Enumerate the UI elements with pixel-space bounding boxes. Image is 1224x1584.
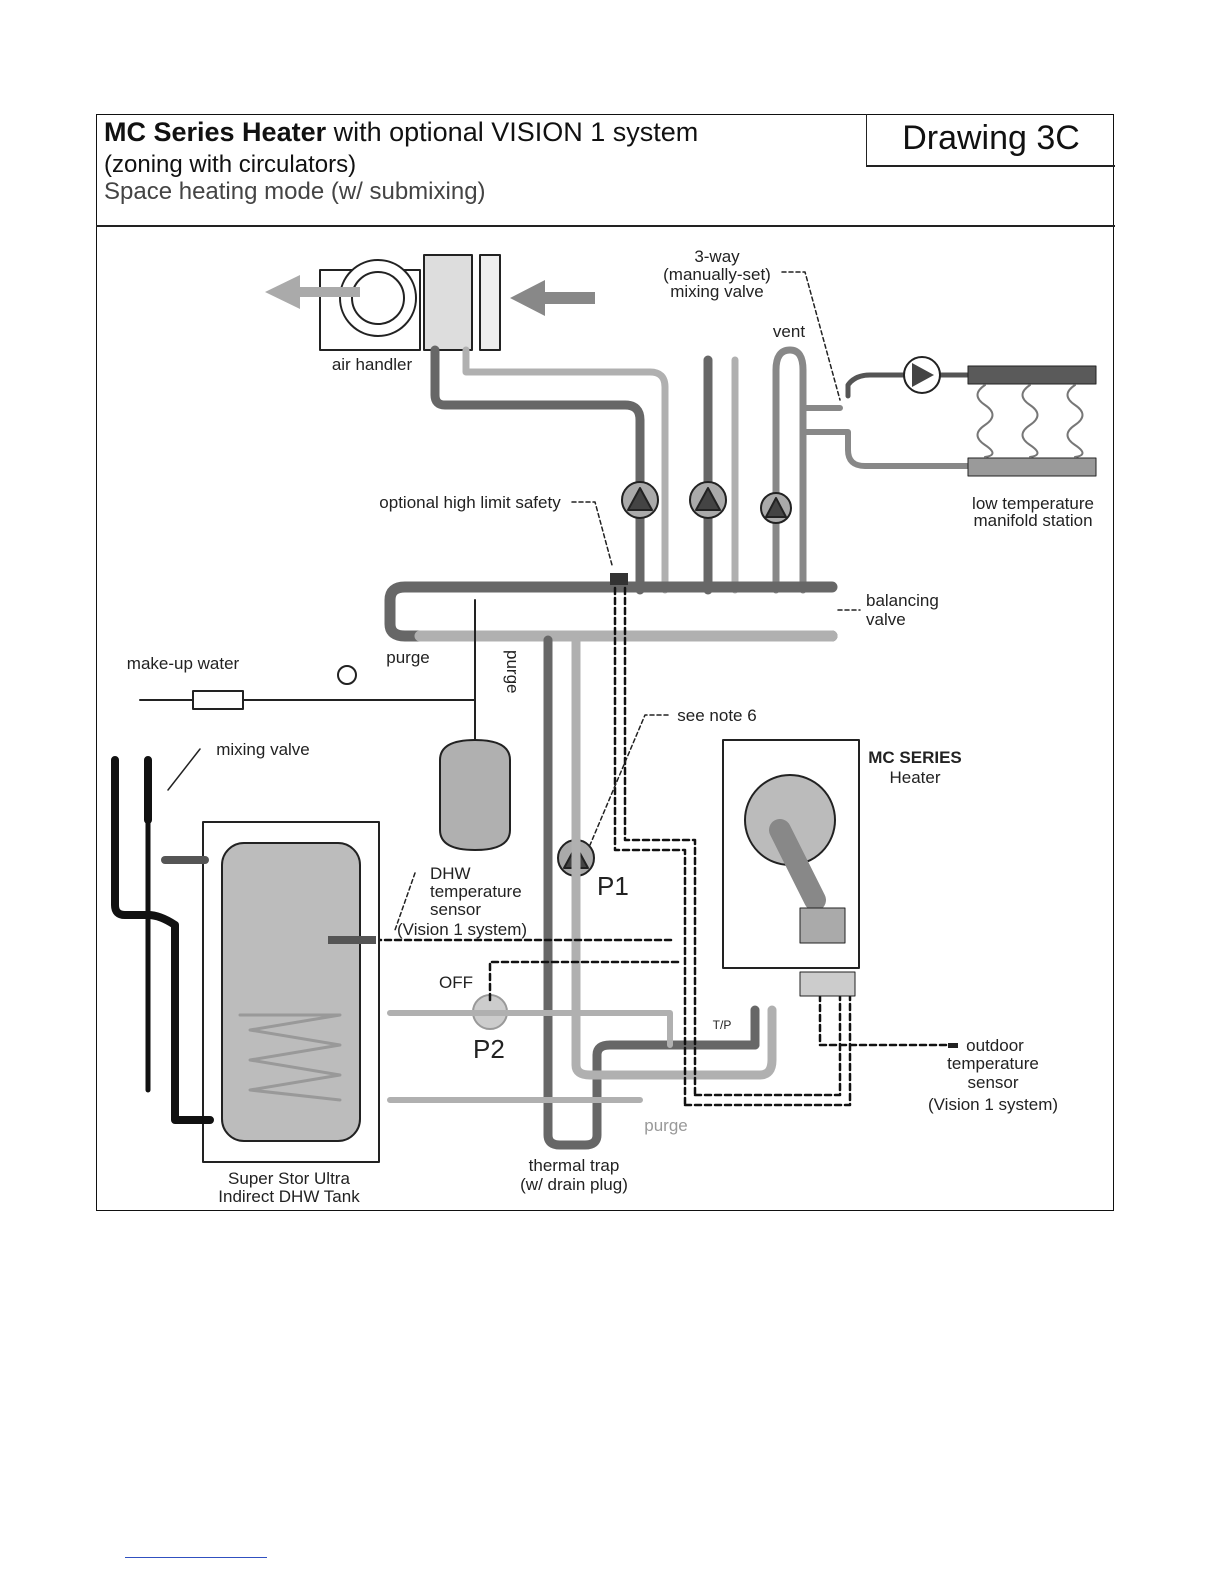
supply-header: [384, 581, 838, 642]
drawing-subtitle: (zoning with circulators): [104, 151, 357, 178]
label-p2: P2: [473, 1034, 505, 1064]
label-outdoor-2: temperature: [947, 1054, 1039, 1073]
outdoor-sensor: [948, 1043, 958, 1048]
dhw-sensor-well: [328, 936, 376, 944]
label-purge-top: purge: [386, 648, 429, 667]
label-p1: P1: [597, 871, 629, 901]
label-outdoor-1: outdoor: [966, 1036, 1024, 1055]
label-dhw-1: DHW: [430, 864, 471, 883]
label-mixing-valve: mixing valve: [216, 740, 310, 759]
label-3way-1: 3-way: [694, 247, 740, 266]
high-limit-sensor: [610, 573, 628, 585]
label-balancing-1: balancing: [866, 591, 939, 610]
label-see-note: see note 6: [677, 706, 756, 725]
label-outdoor-3: sensor: [967, 1073, 1018, 1092]
label-outdoor-4: (Vision 1 system): [928, 1095, 1058, 1114]
manifold-supply-bar: [967, 365, 1097, 385]
expansion-tank: [439, 739, 511, 851]
header-divider: [96, 225, 1115, 227]
label-off: OFF: [439, 973, 473, 992]
label-3way-2: (manually-set): [663, 265, 771, 284]
label-manifold-2: manifold station: [973, 511, 1092, 530]
diagram-labels: air handler 3-way (manually-set) mixing …: [127, 247, 1094, 1206]
manifold-return-bar: [967, 457, 1097, 477]
label-manifold-1: low temperature: [972, 494, 1094, 513]
label-tp: T/P: [713, 1018, 732, 1032]
label-purge-bottom: purge: [644, 1116, 687, 1135]
label-air-handler: air handler: [332, 355, 413, 374]
airflow-in-arrow: [510, 280, 595, 316]
label-vent: vent: [773, 322, 805, 341]
label-3way-3: mixing valve: [670, 282, 764, 301]
label-dhw-3: sensor: [430, 900, 481, 919]
drawing-title: MC Series Heater with optional VISION 1 …: [104, 117, 699, 147]
drawing-number: Drawing 3C: [866, 114, 1115, 167]
label-heater-2: Heater: [889, 768, 940, 787]
label-purge-rotated: purge: [503, 650, 522, 693]
label-balancing-2: valve: [866, 610, 906, 629]
drawing-frame: [96, 114, 1114, 1211]
label-dhw-4: (Vision 1 system): [397, 920, 527, 939]
label-dhw-2: temperature: [430, 882, 522, 901]
air-handler: [319, 254, 501, 351]
label-high-limit: optional high limit safety: [379, 493, 561, 512]
label-tank-1: Super Stor Ultra: [228, 1169, 350, 1188]
airflow-out-arrow: [265, 275, 360, 309]
label-makeup: make-up water: [127, 654, 240, 673]
label-trap-2: (w/ drain plug): [520, 1175, 628, 1194]
label-heater-1: MC SERIES: [868, 748, 962, 767]
footnote-rule: [125, 1557, 267, 1558]
drawing-mode: Space heating mode (w/ submixing): [104, 178, 486, 205]
label-tank-2: Indirect DHW Tank: [218, 1187, 360, 1206]
label-trap-1: thermal trap: [529, 1156, 620, 1175]
